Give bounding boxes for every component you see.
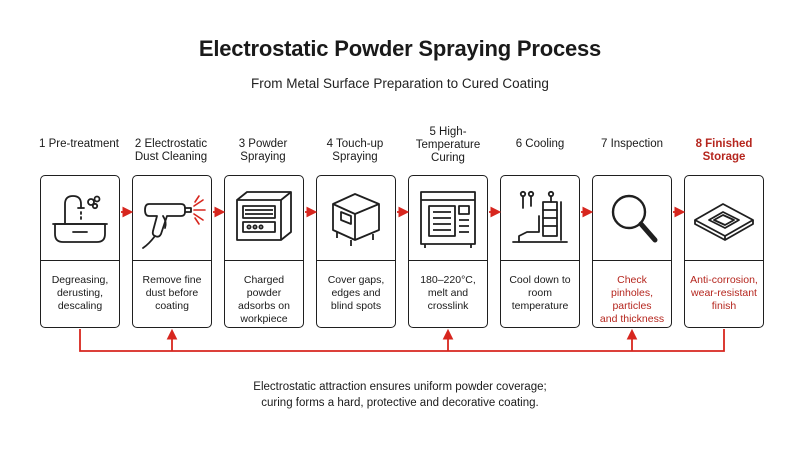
step-1-label: 1 Pre-treatment: [39, 138, 119, 150]
feedback-loop-line: [79, 329, 725, 352]
card-divider: [409, 260, 487, 261]
step-6-label: 6 Cooling: [515, 138, 565, 150]
finished-panel-icon: [694, 203, 754, 241]
step-1-card: Degreasing,derusting,descaling: [40, 175, 120, 328]
diagram-subtitle: From Metal Surface Preparation to Cured …: [251, 76, 549, 91]
spray-booth-icon: [236, 191, 292, 241]
card-divider: [225, 260, 303, 261]
card-divider: [685, 260, 763, 261]
box-workpiece-icon: [332, 193, 380, 246]
cooling-rack-icon: [512, 190, 568, 243]
step-1-desc: Degreasing,derusting,descaling: [51, 274, 109, 312]
footer-note: Electrostatic attraction ensures uniform…: [253, 381, 547, 409]
card-divider: [133, 260, 211, 261]
card-divider: [41, 260, 119, 261]
spray-gun-icon: [142, 195, 206, 249]
diagram-title: Electrostatic Powder Spraying Process: [198, 36, 602, 61]
sink-icon: [52, 195, 108, 243]
card-divider: [317, 260, 395, 261]
card-divider: [593, 260, 671, 261]
card-divider: [501, 260, 579, 261]
magnifier-icon: [611, 194, 658, 243]
oven-icon: [420, 191, 476, 248]
step-7-label: 7 Inspection: [600, 138, 663, 150]
